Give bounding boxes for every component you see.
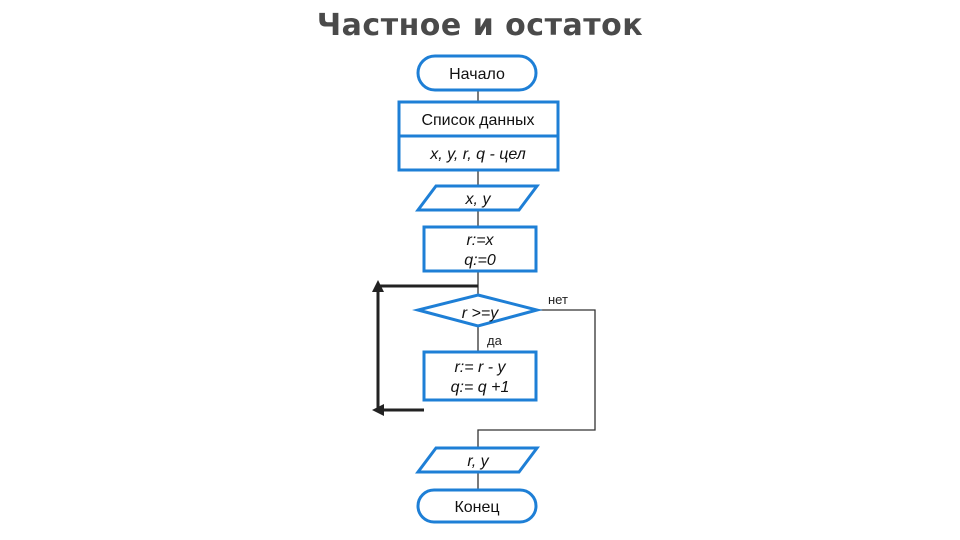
connector-no-branch <box>477 309 596 448</box>
body-line-2: q:= q +1 <box>451 379 510 396</box>
loop-arrow-left <box>372 404 384 416</box>
output-block: r, y <box>415 446 540 474</box>
loop-body-process: r:= r - y q:= q +1 <box>422 350 538 402</box>
page-title: Частное и остаток <box>316 8 644 43</box>
connectors <box>372 90 596 490</box>
output-label: r, y <box>467 453 489 470</box>
init-line-1: r:=x <box>466 232 494 249</box>
input-label: x, y <box>465 191 492 208</box>
branch-yes-label: да <box>487 333 503 348</box>
input-block: x, y <box>415 184 540 212</box>
data-list-block: Список данных x, y, r, q - цел <box>397 100 560 172</box>
loop-back-line <box>376 284 478 412</box>
init-line-2: q:=0 <box>464 252 496 269</box>
body-line-1: r:= r - y <box>454 359 506 376</box>
data-list-header: Список данных <box>421 112 534 129</box>
condition-decision: r >=y <box>412 293 543 328</box>
branch-no-label: нет <box>548 292 568 307</box>
start-label: Начало <box>449 66 505 83</box>
end-terminator: Конец <box>416 488 538 524</box>
init-process: r:=x q:=0 <box>422 225 538 273</box>
start-terminator: Начало <box>416 54 538 92</box>
data-list-vars: x, y, r, q - цел <box>429 146 526 163</box>
end-label: Конец <box>454 499 499 516</box>
loop-arrow-up <box>372 280 384 292</box>
condition-label: r >=y <box>462 305 499 322</box>
